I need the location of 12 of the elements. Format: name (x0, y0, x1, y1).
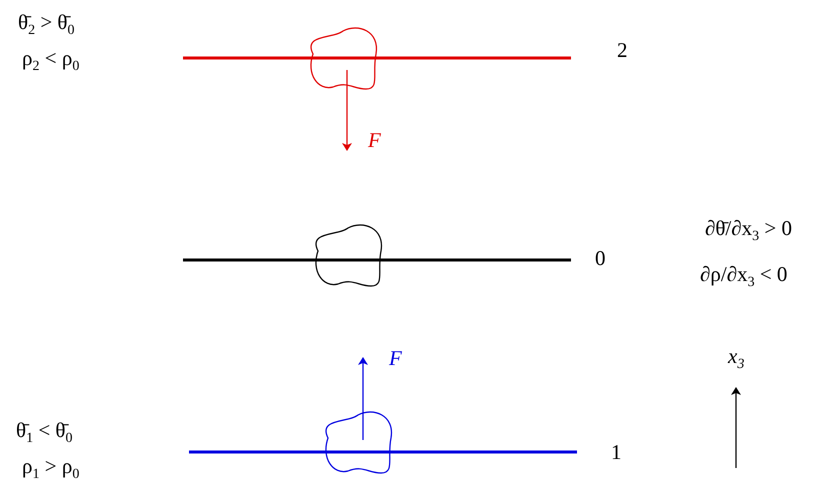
level-number: 2 (617, 40, 628, 61)
condition-text: θ̄$_{1}$ < θ̄$_{0}$ (16, 420, 72, 446)
condition-text: θ̄$_{2}$ > θ̄$_{0}$ (18, 12, 74, 38)
gradient-text: ∂ρ/∂x$_{3}$ < 0 (700, 264, 788, 290)
axis-label: x$_{3}$ (728, 346, 744, 372)
force-label: F (368, 130, 381, 151)
condition-text: ρ$_{1}$ > ρ$_{0}$ (22, 456, 80, 482)
gradient-text: ∂θ̄/∂x$_{3}$ > 0 (705, 218, 792, 244)
level-number: 0 (595, 248, 606, 269)
level-number: 1 (611, 442, 622, 463)
condition-text: ρ$_{2}$ < ρ$_{0}$ (22, 48, 80, 74)
force-label: F (389, 348, 402, 369)
